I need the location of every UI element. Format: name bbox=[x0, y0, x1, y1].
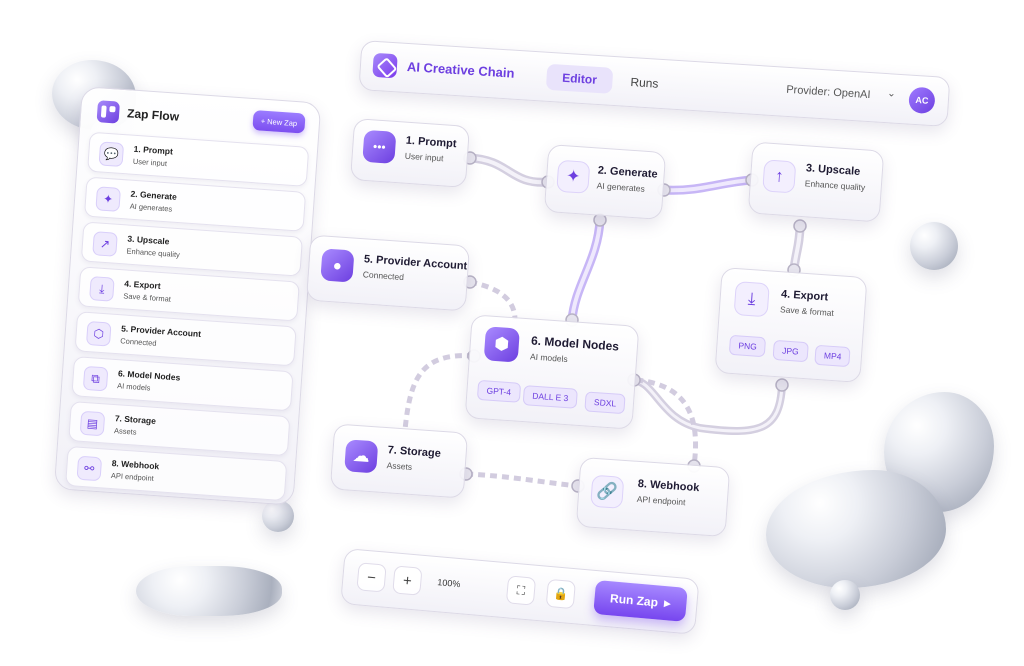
logo-icon bbox=[372, 52, 398, 79]
link-icon: 🔗 bbox=[590, 474, 625, 509]
node-upscale[interactable]: ↑ 3. Upscale Enhance quality bbox=[747, 141, 885, 223]
format-chip-png[interactable]: PNG bbox=[728, 334, 767, 358]
node-model-nodes[interactable]: ⬢ 6. Model Nodes AI models GPT-4 DALL E … bbox=[464, 314, 640, 430]
node-title: 8. Webhook bbox=[637, 477, 700, 495]
node-provider-account[interactable]: ● 5. Provider Account Connected bbox=[305, 234, 471, 312]
cube-icon: ⬡ bbox=[85, 320, 112, 347]
link-export-models bbox=[628, 376, 786, 435]
liquid-blob-peanut bbox=[136, 566, 282, 616]
download-icon: ⤓ bbox=[733, 281, 770, 318]
download-icon: ⤓ bbox=[89, 276, 115, 302]
sidebar-item-label: 2. Generate bbox=[130, 188, 178, 202]
chart-up-icon: ↗ bbox=[92, 231, 118, 257]
model-chip-gpt4[interactable]: GPT-4 bbox=[476, 379, 521, 403]
new-zap-button[interactable]: + New Zap bbox=[252, 110, 306, 134]
liquid-blob-tail bbox=[830, 580, 860, 610]
liquid-blob-small bbox=[262, 500, 294, 532]
app-title: AI Creative Chain bbox=[406, 58, 515, 81]
cube-icon: ⬢ bbox=[483, 326, 520, 363]
run-zap-label: Run Zap bbox=[609, 591, 659, 610]
arrow-up-icon: ↑ bbox=[762, 159, 797, 194]
node-title: 7. Storage bbox=[387, 444, 442, 460]
port bbox=[793, 219, 807, 233]
format-chip-jpg[interactable]: JPG bbox=[772, 339, 809, 363]
tab-editor[interactable]: Editor bbox=[545, 63, 614, 94]
link-provider-models bbox=[469, 279, 518, 321]
node-storage[interactable]: ☁ 7. Storage Assets bbox=[329, 423, 469, 499]
sidebar: Zap Flow + New Zap 💬 1. Prompt User inpu… bbox=[53, 86, 322, 506]
zoom-out-button[interactable]: − bbox=[356, 562, 387, 593]
node-subtitle: AI generates bbox=[596, 180, 646, 194]
zap-flow-icon bbox=[96, 100, 120, 124]
sidebar-item-label: 1. Prompt bbox=[133, 143, 174, 157]
chat-icon: 💬 bbox=[98, 141, 125, 168]
model-chip-dalle3[interactable]: DALL E 3 bbox=[522, 385, 578, 409]
sidebar-item-sub: Save & format bbox=[123, 291, 172, 304]
chat-icon: ••• bbox=[362, 129, 397, 164]
sidebar-title: Zap Flow bbox=[126, 106, 180, 124]
node-generate[interactable]: ✦ 2. Generate AI generates bbox=[543, 143, 667, 221]
sidebar-list: 💬 1. Prompt User input ✦ 2. Generate AI … bbox=[65, 131, 310, 506]
sidebar-item-sub: Enhance quality bbox=[126, 246, 181, 260]
node-subtitle: User input bbox=[404, 150, 444, 164]
zoom-level: 100% bbox=[436, 577, 461, 590]
zoom-in-button[interactable]: + bbox=[392, 565, 423, 596]
node-subtitle: API endpoint bbox=[636, 493, 686, 508]
run-zap-button[interactable]: Run Zap ▶ bbox=[593, 580, 688, 622]
sidebar-item-label: 3. Upscale bbox=[127, 233, 170, 247]
liquid-blob-sphere-right bbox=[910, 222, 958, 270]
cloud-icon: ☁ bbox=[344, 439, 379, 474]
node-subtitle: Save & format bbox=[779, 304, 835, 318]
sidebar-item-webhook[interactable]: ⚯ 8. Webhook API endpoint bbox=[65, 445, 288, 502]
webhook-icon: ⚯ bbox=[76, 455, 103, 482]
node-title: 6. Model Nodes bbox=[530, 333, 620, 354]
sidebar-item-label: 8. Webhook bbox=[111, 458, 160, 472]
node-webhook[interactable]: 🔗 8. Webhook API endpoint bbox=[575, 456, 731, 538]
sidebar-item-sub: AI generates bbox=[129, 201, 173, 214]
node-subtitle: Connected bbox=[362, 269, 405, 283]
play-icon: ▶ bbox=[663, 597, 672, 609]
fit-view-icon[interactable]: ⛶ bbox=[505, 575, 537, 606]
sidebar-item-sub: AI models bbox=[116, 381, 151, 393]
sidebar-item-label: 7. Storage bbox=[114, 413, 157, 426]
model-chip-sdxl[interactable]: SDXL bbox=[584, 391, 626, 415]
nodes-icon: ⧉ bbox=[82, 365, 109, 392]
node-title: 1. Prompt bbox=[405, 134, 457, 151]
liquid-blob-large-curve bbox=[766, 470, 946, 588]
provider-select[interactable]: Provider: OpenAI bbox=[785, 83, 871, 102]
lock-icon[interactable]: 🔒 bbox=[545, 578, 576, 610]
node-title: 4. Export bbox=[780, 288, 829, 304]
port bbox=[775, 378, 789, 392]
node-prompt[interactable]: ••• 1. Prompt User input bbox=[349, 118, 471, 188]
tab-runs[interactable]: Runs bbox=[630, 75, 659, 91]
storage-icon: ▤ bbox=[79, 410, 106, 437]
sidebar-item-sub: Connected bbox=[120, 336, 157, 348]
node-title: 3. Upscale bbox=[805, 162, 861, 179]
sidebar-item-label: 6. Model Nodes bbox=[117, 368, 181, 383]
link-models-storage bbox=[402, 353, 475, 431]
sidebar-item-sub: User input bbox=[132, 156, 168, 169]
node-subtitle: Enhance quality bbox=[804, 178, 866, 193]
sidebar-item-sub: API endpoint bbox=[110, 470, 155, 483]
node-title: 2. Generate bbox=[597, 164, 658, 181]
node-export[interactable]: ⤓ 4. Export Save & format PNG JPG MP4 bbox=[714, 267, 868, 383]
chevron-down-icon[interactable]: ⌄ bbox=[886, 88, 896, 100]
avatar[interactable]: AC bbox=[908, 86, 936, 115]
node-subtitle: AI models bbox=[529, 351, 569, 365]
node-subtitle: Assets bbox=[386, 460, 413, 472]
sparkle-icon: ✦ bbox=[95, 186, 121, 212]
sparkle-icon: ✦ bbox=[556, 159, 591, 194]
sidebar-item-sub: Assets bbox=[113, 426, 137, 437]
format-chip-mp4[interactable]: MP4 bbox=[814, 344, 852, 368]
user-icon: ● bbox=[320, 248, 355, 283]
link-storage-webhook bbox=[465, 471, 579, 489]
sidebar-item-label: 4. Export bbox=[123, 278, 161, 291]
link-models-webhook bbox=[635, 377, 699, 467]
